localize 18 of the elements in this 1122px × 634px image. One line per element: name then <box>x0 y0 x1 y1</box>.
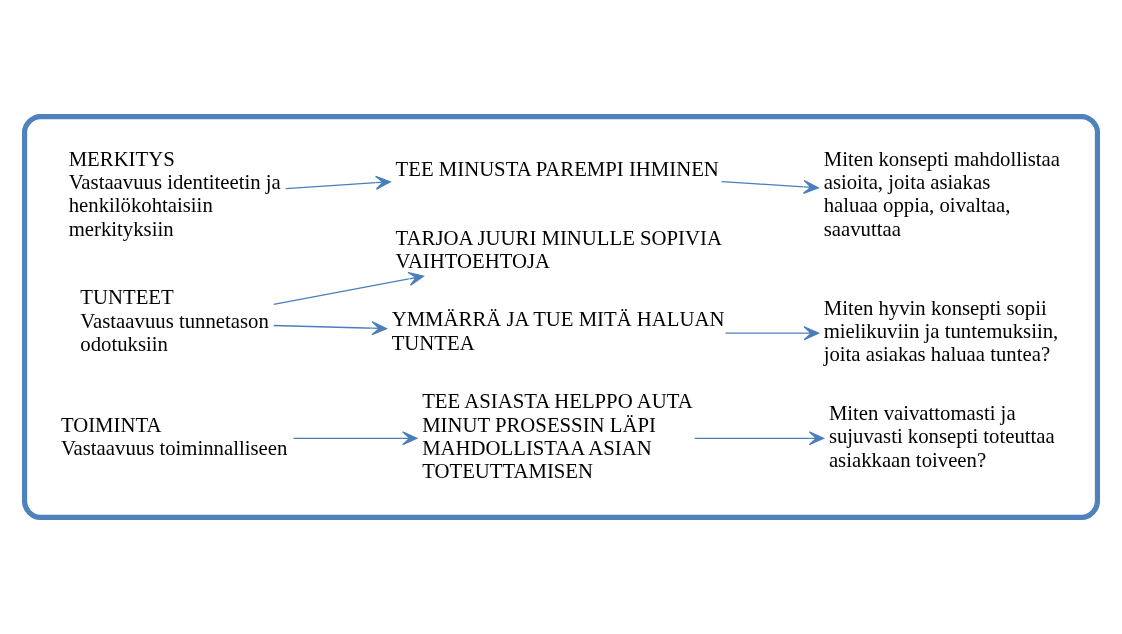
node-text: Miten vaivattomasti ja sujuvasti konsepti toteuttaa asiakkaan toiveen? <box>828 401 1055 471</box>
arrow <box>273 321 388 336</box>
node-text: TOIMINTA Vastaavuus toiminnalliseen <box>60 413 288 459</box>
node-text: TARJOA JUURI MINULLE SOPIVIA VAIHTOEHTOJA <box>395 226 722 273</box>
arrow <box>285 175 391 190</box>
arrow <box>724 326 820 341</box>
node-text: Miten konsepti mahdollistaa asioita, joita asiakas haluaa oppia, oivaltaa, saavuttaa <box>823 147 1060 240</box>
arrow <box>694 431 825 446</box>
node-text: TUNTEET Vastaavuus tunnetason odotuksiin <box>80 286 269 356</box>
node-text: TEE MINUSTA PAREMPI IHMINEN <box>395 157 719 180</box>
node-text: Miten hyvin konsepti sopii mielikuviin ja tuntemuksiin, joita asiakas haluaa tuntea? <box>823 296 1059 366</box>
arrow <box>721 179 819 194</box>
node-text: YMMÄRRÄ JA TUE MITÄ HALUAN TUNTEA <box>391 308 725 354</box>
node-text: TEE ASIASTA HELPPO AUTA MINUT PROSESSIN LÄPI MAHDOLLISTAA ASIAN TOTEUTTAMISEN <box>422 390 693 483</box>
cluster <box>21 113 1101 521</box>
node-text: MERKITYS Vastaavuus identiteetin ja henkilökohtaisiin merkityksiin <box>68 147 281 240</box>
arrow <box>273 271 424 305</box>
arrow <box>292 431 418 446</box>
